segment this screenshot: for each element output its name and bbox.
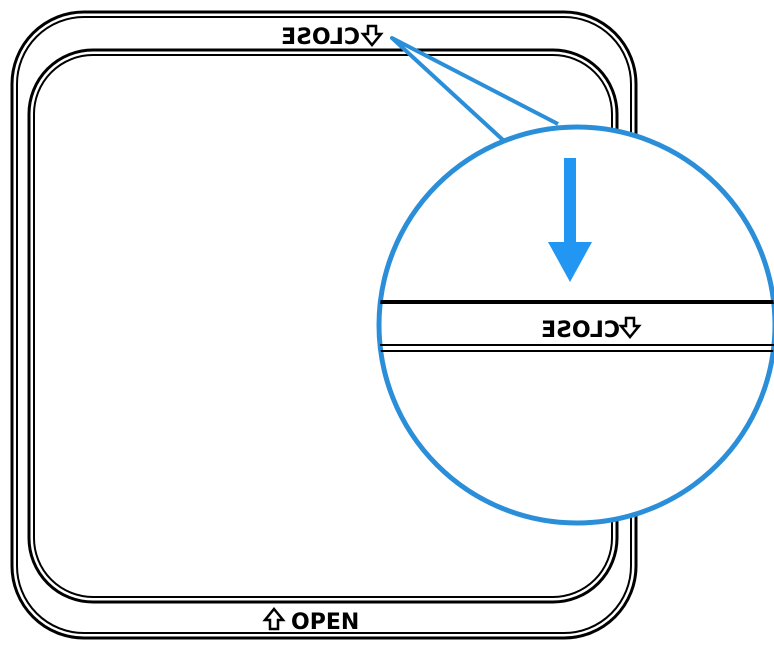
magnified-arrow-down-outline-icon bbox=[618, 316, 642, 339]
callout-tail bbox=[390, 36, 559, 142]
arrow-up-outline-icon bbox=[262, 607, 286, 631]
close-label-group: CLOSE bbox=[281, 24, 384, 50]
magnifier-lens bbox=[376, 124, 774, 526]
close-label: CLOSE bbox=[281, 25, 360, 50]
open-label-group: OPEN bbox=[262, 607, 359, 635]
magnified-close-label: CLOSE bbox=[541, 318, 620, 343]
arrow-down-icon bbox=[548, 158, 592, 282]
arrow-down-outline-icon bbox=[360, 24, 384, 47]
magnified-detail: CLOSE bbox=[379, 300, 774, 352]
open-label: OPEN bbox=[291, 610, 359, 635]
